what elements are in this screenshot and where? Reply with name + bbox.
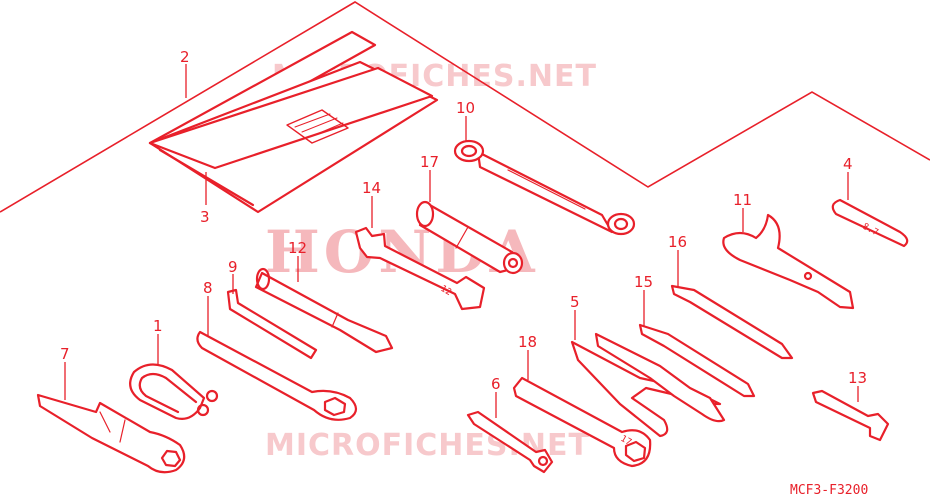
callout-6: 6 bbox=[491, 375, 501, 393]
hex-key-9[interactable] bbox=[226, 288, 318, 360]
pin-6[interactable] bbox=[466, 410, 554, 474]
callout-1: 1 bbox=[153, 317, 163, 335]
callout-12: 12 bbox=[288, 239, 307, 257]
callout-10: 10 bbox=[456, 99, 475, 117]
tool-strap-1[interactable] bbox=[129, 363, 219, 420]
callout-11: 11 bbox=[733, 191, 752, 209]
callout-numbers: 2 3 10 17 14 4 11 16 15 5 18 6 13 12 9 8… bbox=[60, 48, 867, 393]
part-18-mark: 17 bbox=[619, 434, 633, 448]
combination-wrench-18[interactable]: 17 bbox=[512, 376, 652, 468]
callout-18: 18 bbox=[518, 333, 537, 351]
callout-leaders bbox=[64, 64, 859, 418]
kit-frame bbox=[0, 1, 930, 213]
pin-spanner-4[interactable]: 8.7 bbox=[831, 198, 909, 248]
pliers-5[interactable] bbox=[570, 332, 726, 438]
diagram-code: MCF3-F3200 bbox=[790, 483, 868, 498]
screwdriver-blade-16[interactable] bbox=[670, 284, 794, 360]
callout-13: 13 bbox=[848, 369, 867, 387]
callout-2: 2 bbox=[180, 48, 190, 66]
screwdriver-handle-17[interactable] bbox=[415, 200, 524, 275]
callout-8: 8 bbox=[203, 279, 213, 297]
callout-5: 5 bbox=[570, 293, 580, 311]
hook-spanner-11[interactable] bbox=[722, 213, 855, 310]
callout-14: 14 bbox=[362, 179, 381, 197]
callout-3: 3 bbox=[200, 208, 210, 226]
screwdriver-blade-15[interactable] bbox=[638, 323, 756, 398]
long-socket-12[interactable] bbox=[254, 267, 394, 354]
socket-wrench-7[interactable] bbox=[36, 393, 186, 474]
box-wrench-10[interactable] bbox=[453, 139, 636, 236]
tool-bag[interactable] bbox=[148, 30, 439, 214]
callout-9: 9 bbox=[228, 258, 238, 276]
callout-4: 4 bbox=[843, 155, 853, 173]
part-14-mark: 12 bbox=[439, 284, 453, 298]
callout-7: 7 bbox=[60, 345, 70, 363]
box-wrench-8[interactable] bbox=[196, 330, 358, 421]
open-end-wrench-14[interactable] bbox=[354, 226, 486, 311]
callout-17: 17 bbox=[420, 153, 439, 171]
small-wrench-13[interactable] bbox=[811, 389, 890, 442]
callout-15: 15 bbox=[634, 273, 653, 291]
callout-16: 16 bbox=[668, 233, 687, 251]
